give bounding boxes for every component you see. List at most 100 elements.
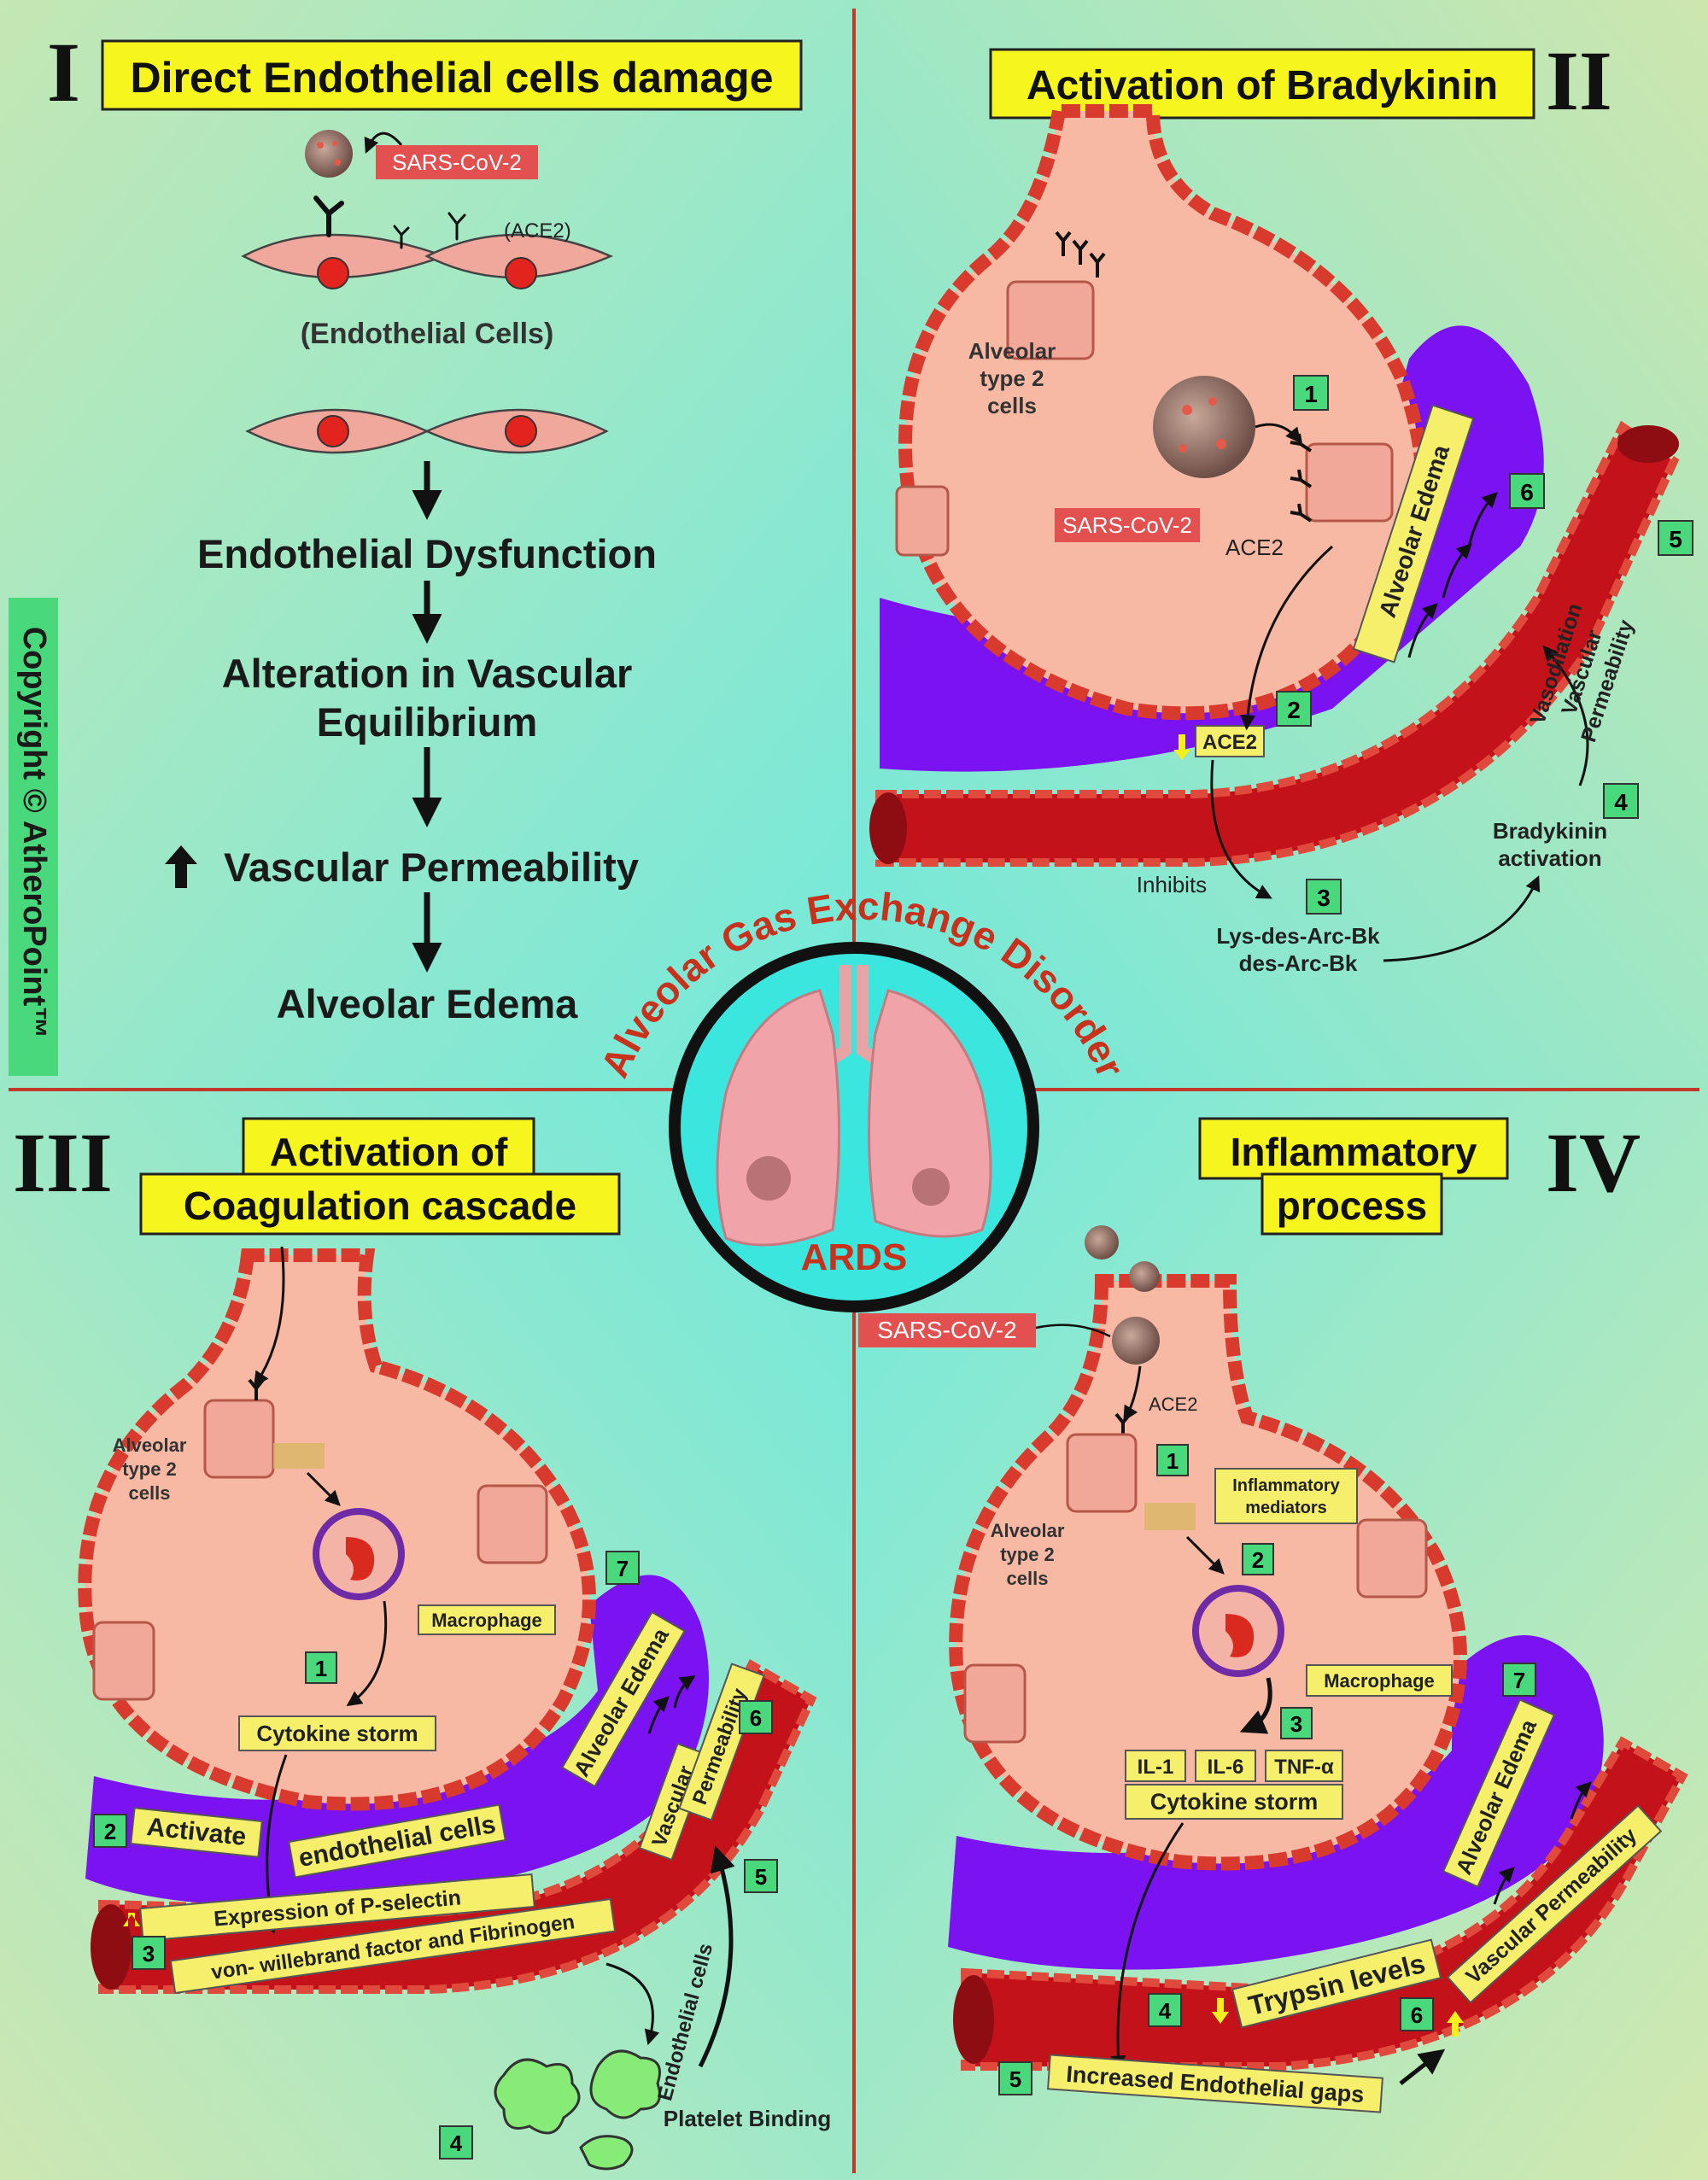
ace2-label: (ACE2) <box>504 219 571 243</box>
vascperm-box <box>1446 1804 1663 2004</box>
cells-label-line: type 2 <box>122 1458 177 1480</box>
trypsin-box <box>1231 1938 1442 2029</box>
panel-3-numeral: III <box>13 1115 113 1210</box>
step-number: 3 <box>1317 885 1331 911</box>
down-arrow-icon <box>1212 1998 1229 2024</box>
virus-icon <box>305 130 353 178</box>
panel-1-numeral: I <box>47 25 80 120</box>
flow-vascular-permeability: Vascular Permeability <box>224 845 639 890</box>
step-badge <box>1148 1993 1182 2027</box>
copyright-strip <box>9 598 58 1076</box>
ace2-receptor-icon <box>1114 1412 1132 1435</box>
step-number: 2 <box>1287 697 1301 723</box>
alveolar-edema-box <box>561 1610 686 1788</box>
flow-arrow <box>1542 645 1589 786</box>
alveolus <box>949 1274 1467 1871</box>
step-number: 3 <box>1290 1711 1302 1737</box>
macrophage-box <box>1306 1664 1453 1697</box>
alveolar-type2-cell <box>895 280 1095 557</box>
up-arrow-icon <box>1447 2011 1464 2037</box>
leak-arrows <box>1407 492 1498 658</box>
virus-label: SARS-CoV-2 <box>1062 512 1192 538</box>
step-number: 5 <box>755 1864 767 1890</box>
lung-lesion <box>912 1168 950 1206</box>
flow-arrow <box>1399 2048 1446 2085</box>
panel-2-numeral: II <box>1546 33 1612 128</box>
vessel-opening <box>91 1904 132 1990</box>
virus-attach-arrow <box>364 132 403 154</box>
virus-entry-arrow <box>254 1246 285 1388</box>
tnf-box <box>1265 1750 1343 1782</box>
step-badge <box>739 1700 773 1734</box>
step-number: 4 <box>1159 1998 1172 2024</box>
vessel-opening <box>953 1975 994 2064</box>
virus-entry-arrow <box>1123 1365 1142 1422</box>
up-arrow-icon <box>165 845 197 888</box>
tnf-label: TNF-α <box>1274 1756 1334 1779</box>
virus-label: SARS-CoV-2 <box>877 1317 1016 1343</box>
panel-1-title: Direct Endothelial cells damage <box>130 54 773 102</box>
step-badge <box>1280 1707 1313 1739</box>
step-number: 5 <box>1009 2066 1021 2092</box>
cell-nucleus <box>505 415 537 447</box>
platelet-icon <box>494 2049 661 2171</box>
step-badge <box>1293 375 1329 411</box>
step-number: 1 <box>1304 381 1318 407</box>
step-badge <box>998 2061 1032 2095</box>
step-number: 2 <box>104 1819 116 1844</box>
flow-arrow <box>1239 545 1333 731</box>
step-number: 3 <box>143 1941 155 1967</box>
lys-label: des-Arc-Bk <box>1239 950 1358 976</box>
step-badge <box>1502 1663 1536 1697</box>
panel-1-title-box <box>101 39 803 111</box>
platelet-binding-label: Platelet Binding <box>664 2106 831 2131</box>
macrophage-nucleus <box>1225 1614 1255 1657</box>
endothelial-cells-caption: (Endothelial Cells) <box>301 318 554 350</box>
flow-arrow <box>1239 1677 1272 1734</box>
alveolar-type2-cell <box>92 1399 548 1701</box>
expression-box <box>139 1873 535 1943</box>
leak-arrows <box>1493 1781 1592 1905</box>
panel-4-title-box <box>1261 1172 1443 1236</box>
step-badge <box>439 2125 473 2160</box>
copyright-text: Copyright © AtheroPoint™ <box>16 627 52 1039</box>
virus-label-box <box>858 1313 1036 1347</box>
panel-3-title-line1: Activation of <box>270 1130 508 1174</box>
step-badge <box>1276 691 1312 727</box>
cytokine-label: Cytokine storm <box>1150 1789 1319 1815</box>
mediator-icon <box>273 1443 325 1469</box>
mediators-box <box>1214 1468 1358 1524</box>
step-number: 7 <box>1513 1668 1525 1693</box>
step-number: 1 <box>315 1656 327 1681</box>
step-badge <box>1306 879 1342 915</box>
cytokine-box <box>1125 1784 1343 1820</box>
flow-arrow <box>346 1600 388 1707</box>
cells-label-line: cells <box>1007 1568 1049 1589</box>
cells-label-line: Alveolar <box>113 1435 187 1456</box>
ace2-receptor-icon <box>248 1378 265 1400</box>
cells-label-line: cells <box>987 393 1037 418</box>
up-arrow-icon <box>123 1913 140 1926</box>
bradykinin-label: Bradykinin <box>1493 818 1607 844</box>
blood-vessel <box>875 420 1680 867</box>
il1-box <box>1125 1750 1186 1782</box>
flow-alteration: Alteration in Vascular <box>222 651 633 696</box>
ace2-label: ACE2 <box>1149 1394 1197 1415</box>
step-badge <box>1603 783 1639 819</box>
blood-vessel <box>98 1659 817 1994</box>
down-arrow-icon <box>1173 734 1190 760</box>
step-badge <box>1658 520 1693 556</box>
ace2-label: ACE2 <box>1225 535 1284 560</box>
inhibits-label: Inhibits <box>1137 872 1207 897</box>
alveolar-edema-box <box>1442 1698 1556 1888</box>
ace2-box <box>1195 725 1265 757</box>
cells-label-line: Alveolar <box>968 338 1056 364</box>
step-number: 2 <box>1252 1547 1264 1573</box>
panel-3-title-line2: Coagulation cascade <box>184 1184 576 1228</box>
alveolar-edema-box <box>1352 404 1475 663</box>
alveolar-type2-cell <box>963 1433 1428 1744</box>
virus-label: SARS-CoV-2 <box>392 149 522 175</box>
step-number: 1 <box>1167 1448 1179 1474</box>
step-number: 6 <box>750 1705 762 1731</box>
